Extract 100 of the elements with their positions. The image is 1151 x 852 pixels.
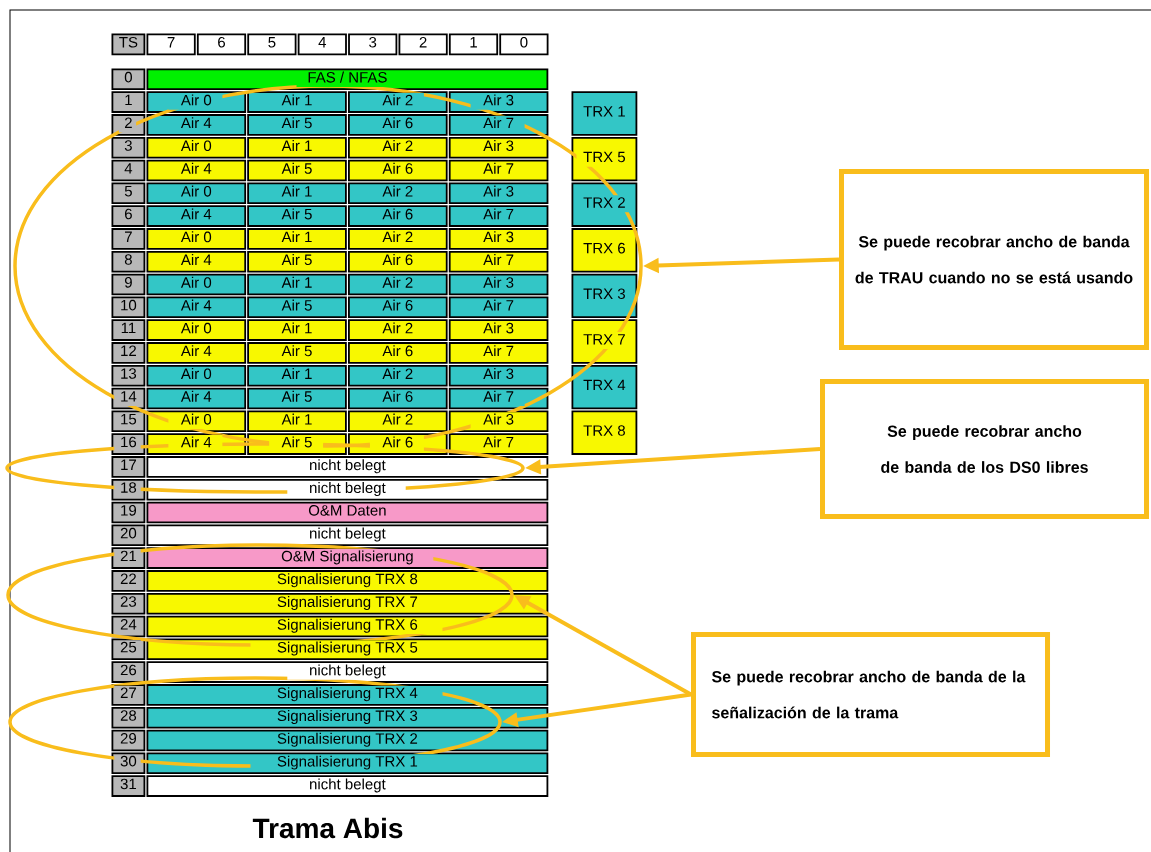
timeslot-cell: Air 2 xyxy=(348,91,448,113)
timeslot-cell: Air 0 xyxy=(146,410,247,433)
timeslot-cell: nicht belegt xyxy=(146,661,549,683)
timeslot-cell: Air 1 xyxy=(247,273,347,296)
row-number-cell: 29 xyxy=(111,729,146,752)
timeslot-cell: Signalisierung TRX 4 xyxy=(146,684,549,706)
timeslot-cell: Air 7 xyxy=(448,342,549,364)
header-cell: 2 xyxy=(398,33,448,56)
timeslot-cell: Air 2 xyxy=(348,182,448,205)
row-number-cell: 22 xyxy=(111,570,146,592)
timeslot-cell: Air 3 xyxy=(448,319,549,341)
timeslot-cell: Air 6 xyxy=(348,342,448,364)
row-number-cell: 13 xyxy=(111,364,146,387)
timeslot-cell: Air 3 xyxy=(448,228,549,250)
timeslot-cell: Air 7 xyxy=(448,250,549,273)
timeslot-cell: Air 6 xyxy=(348,159,448,182)
timeslot-cell: Air 2 xyxy=(348,364,448,387)
timeslot-cell: Air 5 xyxy=(247,342,347,364)
header-cell: 0 xyxy=(499,33,549,56)
timeslot-cell: Air 0 xyxy=(146,364,247,387)
timeslot-cell: Air 7 xyxy=(448,114,549,136)
timeslot-cell: Air 4 xyxy=(146,205,247,227)
timeslot-cell: Air 7 xyxy=(448,433,549,455)
timeslot-cell: Air 0 xyxy=(146,273,247,296)
timeslot-cell: Air 7 xyxy=(448,205,549,227)
header-cell: 7 xyxy=(146,33,196,56)
timeslot-cell: Air 3 xyxy=(448,410,549,433)
title: Trama Abis xyxy=(252,817,403,839)
header-cell: 4 xyxy=(297,33,347,56)
timeslot-cell: Signalisierung TRX 6 xyxy=(146,615,549,638)
timeslot-cell: nicht belegt xyxy=(146,456,549,478)
trx-cell: TRX 5 xyxy=(571,136,638,182)
timeslot-cell: Air 5 xyxy=(247,296,347,319)
timeslot-cell: Air 7 xyxy=(448,387,549,410)
header-cell: TS xyxy=(111,33,146,56)
trx-cell: TRX 4 xyxy=(571,364,638,410)
trx-cell: TRX 6 xyxy=(571,228,638,273)
row-number-cell: 23 xyxy=(111,592,146,615)
timeslot-cell: Air 0 xyxy=(146,319,247,341)
row-number-cell: 3 xyxy=(111,136,146,159)
row-number-cell: 10 xyxy=(111,296,146,319)
timeslot-cell: Signalisierung TRX 8 xyxy=(146,570,549,592)
row-number-cell: 9 xyxy=(111,273,146,296)
timeslot-cell: Signalisierung TRX 5 xyxy=(146,638,549,661)
timeslot-cell: Air 3 xyxy=(448,91,549,113)
callout-box: Se puede recobrar ancho de banda de los DS0 libres xyxy=(820,379,1149,519)
timeslot-cell: Air 1 xyxy=(247,228,347,250)
timeslot-cell: Air 2 xyxy=(348,228,448,250)
trx-cell: TRX 2 xyxy=(571,182,638,227)
row-number-cell: 25 xyxy=(111,638,146,661)
highlight-ellipse xyxy=(13,84,643,448)
timeslot-cell: Air 6 xyxy=(348,114,448,136)
timeslot-cell: Air 3 xyxy=(448,364,549,387)
row-number-cell: 4 xyxy=(111,159,146,182)
trx-cell: TRX 3 xyxy=(571,273,638,319)
timeslot-cell: Air 4 xyxy=(146,250,247,273)
timeslot-cell: Air 6 xyxy=(348,205,448,227)
timeslot-cell: Air 2 xyxy=(348,273,448,296)
timeslot-cell: nicht belegt xyxy=(146,775,549,797)
timeslot-cell: Signalisierung TRX 2 xyxy=(146,729,549,752)
timeslot-cell: Air 5 xyxy=(247,250,347,273)
timeslot-cell: Air 1 xyxy=(247,136,347,159)
timeslot-cell: Signalisierung TRX 1 xyxy=(146,752,549,775)
row-number-cell: 7 xyxy=(111,228,146,250)
row-number-cell: 19 xyxy=(111,501,146,524)
row-number-cell: 5 xyxy=(111,182,146,205)
timeslot-cell: O&M Daten xyxy=(146,501,549,524)
timeslot-cell: Air 0 xyxy=(146,136,247,159)
timeslot-cell: Air 4 xyxy=(146,114,247,136)
timeslot-cell: Air 4 xyxy=(146,159,247,182)
row-number-cell: 6 xyxy=(111,205,146,227)
timeslot-cell: Air 0 xyxy=(146,182,247,205)
timeslot-cell: Air 4 xyxy=(146,342,247,364)
row-number-cell: 16 xyxy=(111,433,146,455)
timeslot-cell: Air 3 xyxy=(448,182,549,205)
timeslot-cell: nicht belegt xyxy=(146,478,549,501)
row-number-cell: 2 xyxy=(111,114,146,136)
row-number-cell: 12 xyxy=(111,342,146,364)
header-cell: 1 xyxy=(448,33,499,56)
timeslot-cell: Air 0 xyxy=(146,91,247,113)
timeslot-cell: Air 3 xyxy=(448,273,549,296)
timeslot-cell: Air 5 xyxy=(247,387,347,410)
row-number-cell: 21 xyxy=(111,547,146,569)
timeslot-cell: Signalisierung TRX 3 xyxy=(146,706,549,729)
row-number-cell: 8 xyxy=(111,250,146,273)
timeslot-cell: Air 1 xyxy=(247,182,347,205)
row-number-cell: 18 xyxy=(111,478,146,501)
header-cell: 3 xyxy=(348,33,398,56)
timeslot-cell: Air 1 xyxy=(247,364,347,387)
row-number-cell: 0 xyxy=(111,68,146,91)
timeslot-cell: Air 1 xyxy=(247,91,347,113)
row-number-cell: 15 xyxy=(111,410,146,433)
row-number-cell: 26 xyxy=(111,661,146,683)
callout-box: Se puede recobrar ancho de banda de TRAU cuando no se está usando xyxy=(839,169,1149,350)
timeslot-cell: Air 5 xyxy=(247,205,347,227)
row-number-cell: 30 xyxy=(111,752,146,775)
row-number-cell: 31 xyxy=(111,775,146,797)
trx-cell: TRX 7 xyxy=(571,319,638,364)
timeslot-cell: FAS / NFAS xyxy=(146,68,549,91)
row-number-cell: 28 xyxy=(111,706,146,729)
